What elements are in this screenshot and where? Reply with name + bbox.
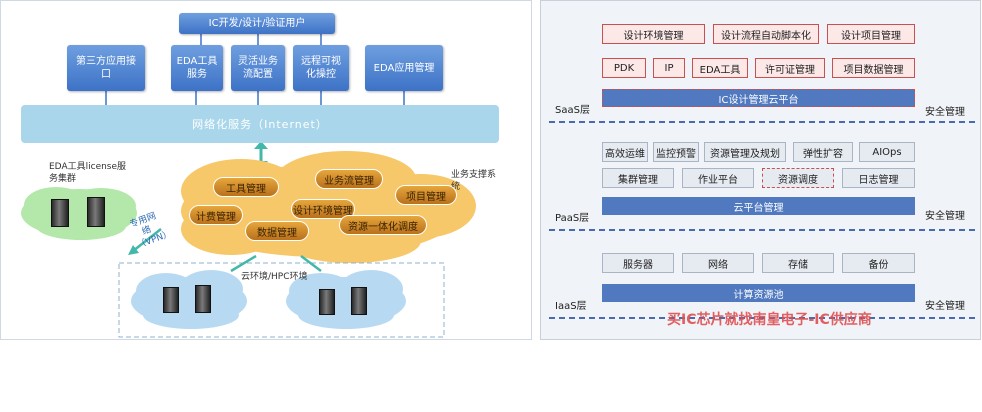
layer-divider bbox=[549, 229, 975, 231]
saas-item: PDK bbox=[602, 58, 646, 78]
cloud-platform-layers-diagram: 设计环境管理 设计流程自动脚本化 设计项目管理 PDK IP EDA工具 许可证… bbox=[540, 0, 981, 340]
server-icon bbox=[319, 289, 335, 315]
iaas-item: 存储 bbox=[762, 253, 834, 273]
arrow-head-icon bbox=[254, 141, 268, 149]
iaas-item: 服务器 bbox=[602, 253, 674, 273]
iaas-item: 网络 bbox=[682, 253, 754, 273]
cloud-env-border bbox=[118, 262, 445, 338]
saas-layer-label: SaaS层 bbox=[555, 105, 590, 116]
paas-item: 作业平台 bbox=[682, 168, 754, 188]
paas-item: 日志管理 bbox=[842, 168, 915, 188]
license-cluster-label: EDA工具license服务集群 bbox=[49, 162, 127, 184]
eda-app-management-box: EDA应用管理 bbox=[365, 45, 443, 91]
license-cloud-shape bbox=[21, 187, 137, 240]
saas-item: 设计项目管理 bbox=[827, 24, 915, 44]
saas-security-label: 安全管理 bbox=[925, 107, 965, 118]
server-icon bbox=[87, 197, 105, 227]
paas-item: AIOps bbox=[859, 142, 915, 162]
saas-item: 许可证管理 bbox=[755, 58, 825, 78]
double-arrow bbox=[300, 255, 322, 272]
workflow-management-pill: 业务流管理 bbox=[315, 169, 383, 189]
vpn-arrow bbox=[132, 228, 162, 252]
saas-item: EDA工具 bbox=[692, 58, 748, 78]
internet-service-bar: 网络化服务（Internet） bbox=[21, 105, 499, 143]
workflow-config-box: 灵活业务流配置 bbox=[231, 45, 285, 91]
cloud-platform-management-bar: 云平台管理 bbox=[602, 197, 915, 215]
double-arrow bbox=[230, 254, 257, 273]
server-icon bbox=[195, 285, 211, 313]
billing-management-pill: 计费管理 bbox=[189, 205, 243, 225]
project-management-pill: 项目管理 bbox=[395, 185, 457, 205]
top-user-bar: IC开发/设计/验证用户 bbox=[179, 13, 335, 34]
server-icon bbox=[163, 287, 179, 313]
saas-item: 设计环境管理 bbox=[602, 24, 705, 44]
layer-divider bbox=[549, 121, 975, 123]
paas-item: 集群管理 bbox=[602, 168, 674, 188]
third-party-interface-box: 第三方应用接口 bbox=[67, 45, 145, 91]
paas-item: 弹性扩容 bbox=[793, 142, 853, 162]
cloud-eda-architecture-diagram: IC开发/设计/验证用户 第三方应用接口 EDA工具服务 灵活业务流配置 远程可… bbox=[0, 0, 532, 340]
business-support-label: 业务支撑系统 bbox=[451, 170, 497, 192]
ic-design-cloud-bar: IC设计管理云平台 bbox=[602, 89, 915, 107]
paas-item: 资源调度 bbox=[762, 168, 834, 188]
watermark-text: 买IC芯片就找南皇电子-IC供应商 bbox=[667, 312, 872, 328]
hpc-cloud-left-shape bbox=[131, 270, 247, 329]
paas-security-label: 安全管理 bbox=[925, 211, 965, 222]
paas-item: 高效运维 bbox=[602, 142, 648, 162]
server-icon bbox=[51, 199, 69, 227]
remote-visual-box: 远程可视化操控 bbox=[293, 45, 349, 91]
saas-item: 设计流程自动脚本化 bbox=[713, 24, 819, 44]
saas-item: 项目数据管理 bbox=[832, 58, 915, 78]
paas-item: 资源管理及规划 bbox=[704, 142, 786, 162]
iaas-security-label: 安全管理 bbox=[925, 301, 965, 312]
compute-resource-pool-bar: 计算资源池 bbox=[602, 284, 915, 302]
paas-item: 监控预警 bbox=[653, 142, 699, 162]
eda-tool-service-box: EDA工具服务 bbox=[171, 45, 223, 91]
tool-management-pill: 工具管理 bbox=[213, 177, 279, 197]
resource-scheduling-pill: 资源一体化调度 bbox=[339, 215, 427, 235]
cloud-env-label: 云环境/HPC环境 bbox=[241, 272, 308, 282]
layer-divider bbox=[549, 317, 975, 319]
iaas-layer-label: IaaS层 bbox=[555, 301, 587, 312]
arrow-head-icon bbox=[128, 245, 139, 255]
server-icon bbox=[351, 287, 367, 315]
saas-item: IP bbox=[653, 58, 685, 78]
data-management-pill: 数据管理 bbox=[245, 221, 309, 241]
env-management-pill: 设计环境管理 bbox=[291, 199, 355, 219]
iaas-item: 备份 bbox=[842, 253, 915, 273]
paas-layer-label: PaaS层 bbox=[555, 213, 590, 224]
